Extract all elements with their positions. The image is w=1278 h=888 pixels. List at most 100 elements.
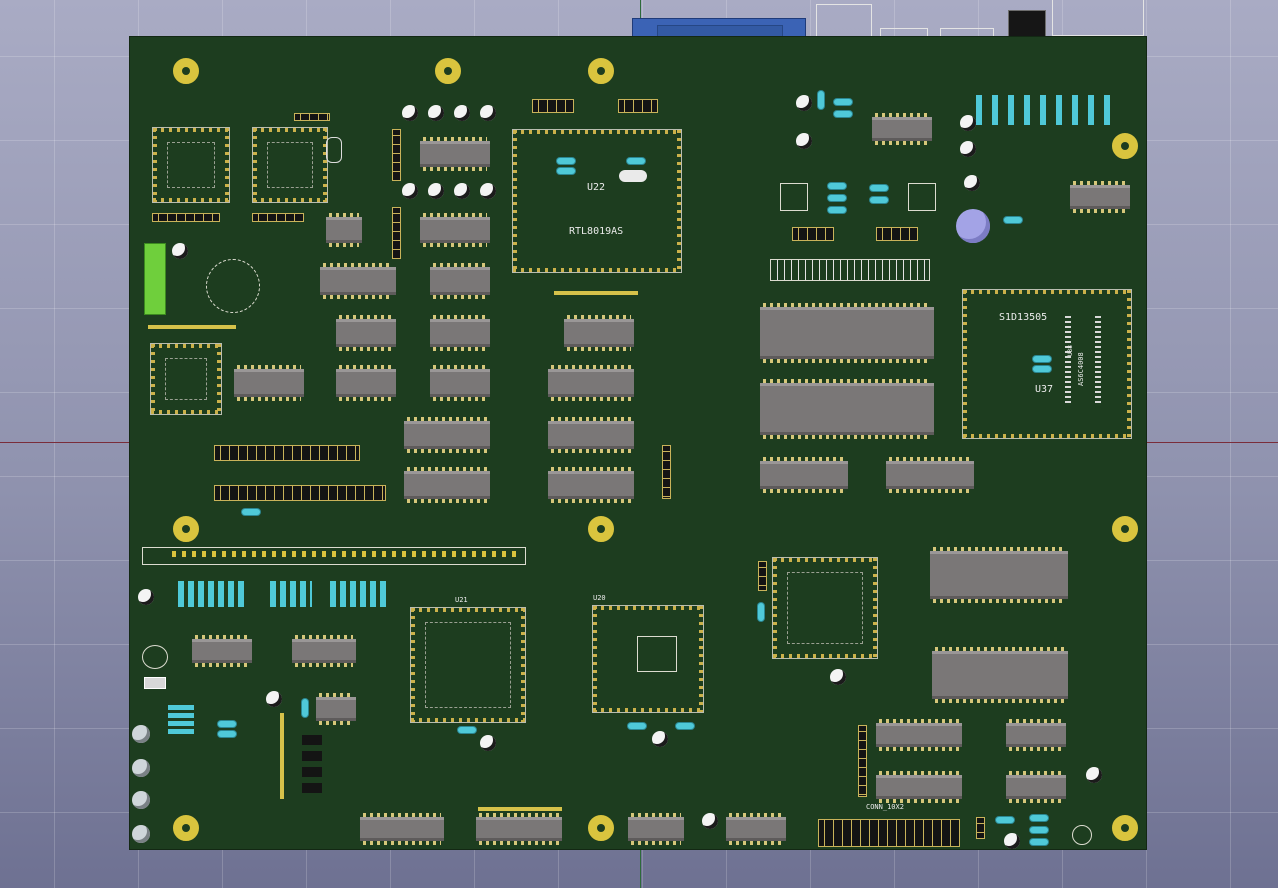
mounting-hole-4[interactable] — [1112, 133, 1138, 159]
dip-ic-2[interactable] — [420, 213, 490, 247]
trimmer-2[interactable] — [908, 183, 936, 211]
resistor-18[interactable] — [218, 731, 236, 737]
dip-ic-3[interactable] — [326, 213, 362, 247]
plcc-socket-3[interactable] — [150, 343, 222, 415]
mounting-hole-7[interactable] — [1112, 516, 1138, 542]
pin-header-10[interactable] — [876, 227, 918, 241]
dip-ic-11[interactable] — [404, 417, 490, 453]
capacitor-8[interactable] — [454, 183, 470, 199]
pin-header-8[interactable] — [618, 99, 658, 113]
resistor-group-3[interactable] — [330, 581, 390, 607]
capacitor-5[interactable] — [480, 105, 496, 121]
sram-tsop[interactable]: AS6C4008 U38 — [1065, 316, 1101, 404]
resistor-12[interactable] — [870, 197, 888, 203]
pin-header-7[interactable] — [532, 99, 574, 113]
capacitor-11[interactable] — [796, 133, 812, 149]
s1d13505-chip[interactable]: S1D13505 U37 AS6C4008 U38 — [962, 289, 1132, 439]
dip-ic-15[interactable] — [548, 417, 634, 453]
dip-ic-24[interactable] — [292, 635, 356, 667]
capacitor-13[interactable] — [960, 141, 976, 157]
capacitor-18[interactable] — [652, 731, 668, 747]
dip-ic-7[interactable] — [430, 315, 490, 351]
mounting-hole-5[interactable] — [173, 516, 199, 542]
mounting-hole-9[interactable] — [588, 815, 614, 841]
resistor-4[interactable] — [627, 158, 645, 164]
dip-ic-28[interactable] — [876, 719, 962, 751]
resistor-17[interactable] — [218, 721, 236, 727]
transistor-outline-2[interactable] — [1072, 825, 1092, 845]
dip-ic-14[interactable] — [548, 365, 634, 401]
dip-ic-5[interactable] — [430, 263, 490, 299]
resistor-group-1[interactable] — [178, 581, 246, 607]
capacitor-7[interactable] — [428, 183, 444, 199]
capacitor-4[interactable] — [454, 105, 470, 121]
crystal-2[interactable] — [619, 170, 647, 182]
pin-header-5[interactable] — [392, 207, 401, 259]
capacitor-6[interactable] — [402, 183, 418, 199]
plcc-socket-1[interactable] — [152, 127, 230, 203]
pin-header-9[interactable] — [792, 227, 834, 241]
pin-header-3[interactable] — [294, 113, 330, 121]
dip-ic-20[interactable] — [760, 379, 934, 439]
dip-ic-31[interactable] — [1006, 771, 1066, 803]
dip-ic-35[interactable] — [726, 813, 786, 845]
resistor-6[interactable] — [834, 99, 852, 105]
resistor-19[interactable] — [458, 727, 476, 733]
plcc-socket-2[interactable] — [252, 127, 328, 203]
battery-holder[interactable] — [144, 243, 166, 315]
plcc-socket-u21[interactable]: U21 — [410, 596, 526, 723]
capacitor-1[interactable] — [172, 243, 188, 259]
pin-header-6[interactable] — [662, 445, 671, 499]
dip-ic-18[interactable] — [1070, 181, 1130, 213]
dip-ic-9[interactable] — [336, 365, 396, 401]
dip-ic-19[interactable] — [760, 303, 934, 363]
capacitor-17[interactable] — [480, 735, 496, 751]
resistor-group-4[interactable] — [168, 705, 194, 735]
mounting-hole-8[interactable] — [173, 815, 199, 841]
mounting-hole-6[interactable] — [588, 516, 614, 542]
dip-ic-4[interactable] — [320, 263, 396, 299]
dip-ic-13[interactable] — [564, 315, 634, 351]
resistor-group-2[interactable] — [270, 581, 312, 607]
dip-ic-29[interactable] — [1006, 719, 1066, 751]
capacitor-12[interactable] — [960, 115, 976, 131]
resistor-10[interactable] — [828, 207, 846, 213]
dip-ic-12[interactable] — [404, 467, 490, 503]
resistor-25[interactable] — [1030, 827, 1048, 833]
resistor-26[interactable] — [1030, 839, 1048, 845]
trimmer-1[interactable] — [780, 183, 808, 211]
dip-ic-34[interactable] — [628, 813, 684, 845]
capacitor-2[interactable] — [402, 105, 418, 121]
pin-header-2[interactable] — [252, 213, 304, 222]
conn-10x2-header[interactable] — [818, 819, 960, 847]
resistor-23[interactable] — [996, 817, 1014, 823]
resistor-3[interactable] — [557, 168, 575, 174]
dip-ic-10[interactable] — [430, 365, 490, 401]
resistor-22[interactable] — [758, 603, 764, 621]
pin-header-11[interactable] — [758, 561, 767, 591]
resistor-9[interactable] — [828, 195, 846, 201]
capacitor-10[interactable] — [796, 95, 812, 111]
pin-header-13[interactable] — [976, 817, 985, 839]
capacitor-19[interactable] — [830, 669, 846, 685]
resistor-13[interactable] — [1004, 217, 1022, 223]
pin-header-long-2[interactable] — [214, 485, 386, 501]
dip-ic-21[interactable] — [760, 457, 848, 493]
dip-ic-30[interactable] — [876, 771, 962, 803]
crystal-oscillator[interactable] — [326, 137, 342, 163]
resistor-20[interactable] — [628, 723, 646, 729]
resistor-16[interactable] — [302, 699, 308, 717]
resistor-7[interactable] — [834, 111, 852, 117]
resistor-11[interactable] — [870, 185, 888, 191]
dip-ic-27[interactable] — [932, 647, 1068, 703]
resistor-15[interactable] — [1033, 366, 1051, 372]
plcc-socket-u20[interactable]: U20 — [592, 594, 704, 713]
pcb-board[interactable]: U22 RTL8019AS S1D13505 U37 AS6C4008 — [130, 37, 1146, 849]
pin-header-long-1[interactable] — [214, 445, 360, 461]
capacitor-20[interactable] — [1086, 767, 1102, 783]
dip-ic-17[interactable] — [872, 113, 932, 145]
bnc-connector-4[interactable] — [132, 825, 150, 843]
resistor-array-top[interactable] — [976, 95, 1112, 125]
bnc-connector-1[interactable] — [132, 725, 150, 743]
connector-outline-right[interactable] — [1052, 0, 1144, 36]
